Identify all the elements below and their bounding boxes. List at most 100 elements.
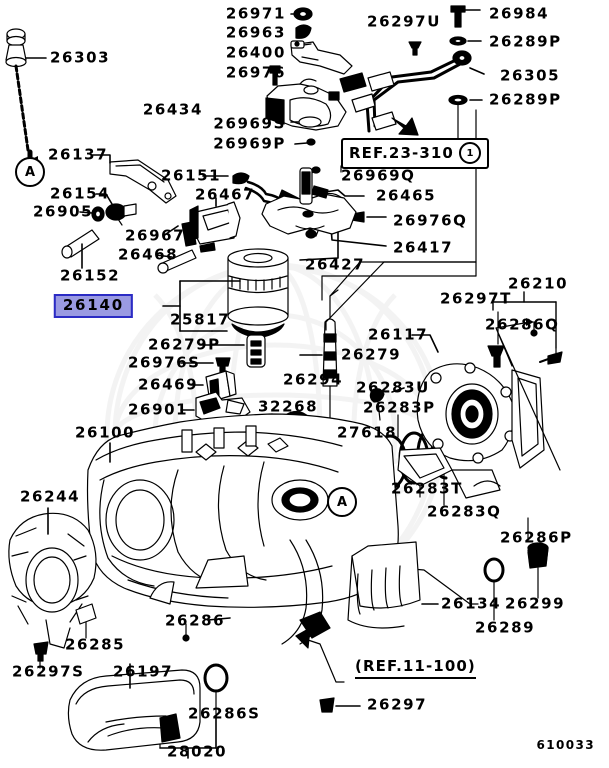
part-shape-26299 <box>527 547 549 569</box>
part-shape-26305 <box>339 50 472 136</box>
part-shape-26467 <box>189 201 241 253</box>
part-26137[interactable]: 26137 <box>48 145 109 164</box>
part-shape-26283t <box>398 431 430 485</box>
part-26297[interactable]: 26297 <box>367 695 428 714</box>
part-shape-26969p <box>294 138 316 146</box>
part-shape-26297u <box>408 41 422 56</box>
part-28020[interactable]: 28020 <box>167 742 228 761</box>
part-shape-26286q <box>530 329 563 365</box>
part-26303[interactable]: 26303 <box>50 48 111 67</box>
ref-23-310-circled-number: 1 <box>458 142 481 164</box>
callout-a-top: A <box>15 157 45 187</box>
part-shape-26286 <box>182 634 190 642</box>
part-26969p[interactable]: 26969P <box>213 134 286 153</box>
part-shape-26285 <box>75 603 97 625</box>
part-26434[interactable]: 26434 <box>142 100 203 119</box>
part-26286p[interactable]: 26286P <box>500 528 573 547</box>
part-26286q[interactable]: 26286Q <box>485 315 560 334</box>
part-26283t[interactable]: 26283T <box>391 479 464 498</box>
part-26151[interactable]: 26151 <box>161 166 222 185</box>
part-26299[interactable]: 26299 <box>505 594 566 613</box>
part-26289[interactable]: 26289 <box>475 618 536 637</box>
part-shape-26297s <box>33 641 49 662</box>
part-26468[interactable]: 26468 <box>118 245 179 264</box>
part-shape-26297t <box>487 345 505 368</box>
part-26244[interactable]: 26244 <box>20 487 81 506</box>
part-shape-26154 <box>105 203 137 226</box>
part-shape-26244 <box>8 512 97 649</box>
part-27618[interactable]: 27618 <box>337 423 398 442</box>
part-26279p[interactable]: 26279P <box>148 335 221 354</box>
part-shape-26905 <box>91 206 105 222</box>
part-shape-26100 <box>86 413 399 645</box>
part-shape-26469 <box>205 370 237 403</box>
part-shape-26969s <box>298 116 322 128</box>
part-shape-26140 <box>227 248 289 326</box>
part-26969s[interactable]: 26969S <box>213 114 286 133</box>
part-shape-26289p-top <box>449 36 467 46</box>
part-26197[interactable]: 26197 <box>113 662 174 681</box>
part-26152[interactable]: 26152 <box>60 266 121 285</box>
part-shape-26417 <box>305 192 346 239</box>
callout-a-mid: A <box>327 487 357 517</box>
sheet-id: 610033 <box>536 738 595 752</box>
part-shape-26286s <box>203 663 229 693</box>
part-26465[interactable]: 26465 <box>376 186 437 205</box>
part-26289p-mid[interactable]: 26289P <box>489 90 562 109</box>
part-26969q[interactable]: 26969Q <box>341 166 416 185</box>
part-26286[interactable]: 26286 <box>165 611 226 630</box>
part-26283q[interactable]: 26283Q <box>427 502 502 521</box>
part-26117[interactable]: 26117 <box>368 325 429 344</box>
part-shape-26963 <box>295 24 312 39</box>
part-26467[interactable]: 26467 <box>195 185 256 204</box>
part-26963[interactable]: 26963 <box>225 23 286 42</box>
part-26297t[interactable]: 26297T <box>440 289 513 308</box>
part-26154[interactable]: 26154 <box>50 184 111 203</box>
part-shape-26969q <box>306 166 321 177</box>
part-shape-26976s <box>215 357 231 377</box>
part-25817[interactable]: 25817 <box>170 310 231 329</box>
part-26984[interactable]: 26984 <box>489 4 550 23</box>
part-26901[interactable]: 26901 <box>128 400 189 419</box>
part-26400[interactable]: 26400 <box>225 43 286 62</box>
part-shape-26289 <box>483 557 505 583</box>
part-26283u[interactable]: 26283U <box>356 378 430 397</box>
part-26305[interactable]: 26305 <box>500 66 561 85</box>
part-shape-25817 <box>231 323 285 339</box>
part-26285[interactable]: 26285 <box>65 635 126 654</box>
part-shape-26279p <box>246 334 266 368</box>
part-26297u[interactable]: 26297U <box>367 12 441 31</box>
part-shape-26283q <box>416 426 448 480</box>
part-shape-26303 <box>5 28 30 152</box>
part-26283p[interactable]: 26283P <box>363 398 436 417</box>
part-shape-26297 <box>319 697 335 713</box>
part-26134[interactable]: 26134 <box>441 594 502 613</box>
ref-11-100[interactable]: (REF.11-100) <box>355 657 476 679</box>
ref-23-310-text: REF.23-310 <box>349 144 454 162</box>
part-26297s[interactable]: 26297S <box>12 662 85 681</box>
part-26279[interactable]: 26279 <box>341 345 402 364</box>
part-26976q[interactable]: 26976Q <box>393 211 468 230</box>
part-26210[interactable]: 26210 <box>508 274 569 293</box>
part-26976s[interactable]: 26976S <box>128 353 201 372</box>
part-shape-26152 <box>61 229 100 259</box>
part-shape-26400 <box>290 40 353 75</box>
part-shape-26971 <box>293 7 313 21</box>
part-26976[interactable]: 26976 <box>225 63 286 82</box>
part-26905[interactable]: 26905 <box>33 202 94 221</box>
part-26286s[interactable]: 26286S <box>188 704 261 723</box>
part-26469[interactable]: 26469 <box>138 375 199 394</box>
part-32268[interactable]: 32268 <box>258 397 319 416</box>
part-26971[interactable]: 26971 <box>225 4 286 23</box>
part-shape-26976q <box>345 211 365 223</box>
part-26289p-top[interactable]: 26289P <box>489 32 562 51</box>
part-26417[interactable]: 26417 <box>393 238 454 257</box>
part-26427[interactable]: 26427 <box>305 255 366 274</box>
part-26294[interactable]: 26294 <box>283 370 344 389</box>
part-26967[interactable]: 26967 <box>125 226 186 245</box>
part-26140[interactable]: 26140 <box>53 294 133 318</box>
part-shape-26984 <box>450 5 466 28</box>
part-26100[interactable]: 26100 <box>75 423 136 442</box>
